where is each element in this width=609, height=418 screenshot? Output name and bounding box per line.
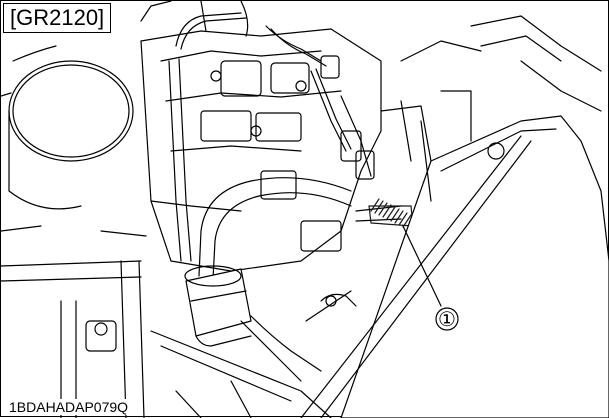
engine-block-drawing — [140, 1, 382, 272]
fan-shroud-drawing — [300, 15, 609, 418]
bracket-drawing — [305, 290, 357, 322]
callout-leader-line — [402, 225, 442, 307]
figure-label: [GR2120] — [3, 3, 112, 33]
frame-rail-drawing — [1, 225, 332, 418]
fuel-filter-drawing — [184, 265, 322, 382]
vertical-pipe-drawing — [168, 58, 192, 262]
image-code: 1BDAHADAP079Q — [6, 399, 132, 415]
fuel-hose-drawing — [198, 177, 402, 280]
air-cleaner-drawing — [1, 45, 134, 210]
callout-1 — [435, 307, 459, 331]
callout-1-number: ① — [438, 307, 456, 331]
hose-clamp-drawing — [368, 198, 414, 228]
injection-pipes-drawing — [175, 12, 375, 180]
